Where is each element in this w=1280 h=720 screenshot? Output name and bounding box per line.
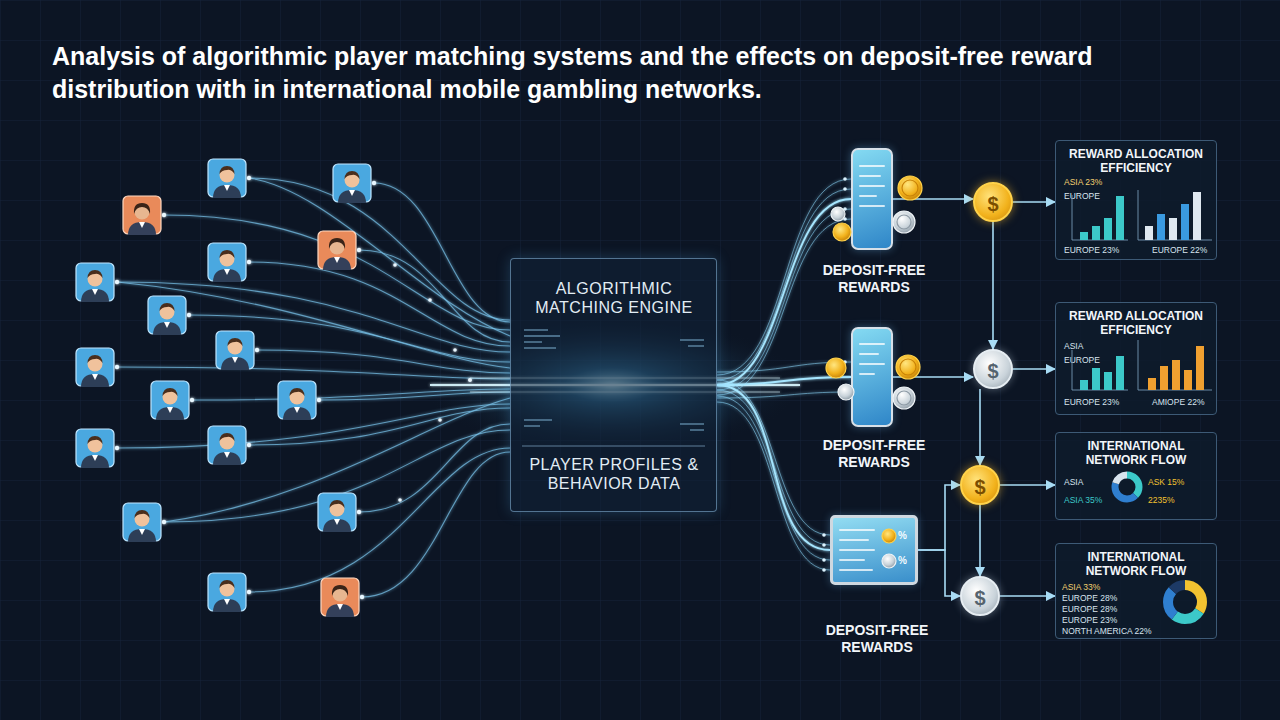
- node-text: EUROPE 23%: [1062, 615, 1117, 625]
- node-text: INTERNATIONAL NETWORK FLOW: [1061, 550, 1211, 579]
- node-text: REWARD ALLOCATION EFFICIENCY: [1061, 309, 1211, 338]
- node-text: ASIA: [1064, 477, 1083, 487]
- flow-arrow: [1000, 595, 1055, 597]
- node-text: $: [962, 586, 998, 610]
- node-text: EUROPE 22%: [1152, 245, 1207, 255]
- screen-label: %: [898, 530, 907, 542]
- engine-box: ALGORITHMIC MATCHING ENGINE PLAYER PROFIL…: [510, 258, 717, 512]
- node-text: EUROPE 23%: [1064, 245, 1119, 255]
- node-text: 2235%: [1148, 495, 1174, 505]
- node-text: AMIOPE 22%: [1152, 397, 1204, 407]
- node-text: ASIA 23%: [1064, 177, 1102, 187]
- node-text: DEPOSIT-FREE REWARDS: [814, 437, 934, 471]
- flow-arrow: [992, 222, 994, 349]
- flow-arrow: [893, 198, 973, 200]
- chart-panel: INTERNATIONAL NETWORK FLOW ASIA ASIA 35% AS…: [1055, 432, 1217, 520]
- data-stream: [717, 377, 851, 385]
- chart-panel: INTERNATIONAL NETWORK FLOWASIA 33%EUROPE…: [1055, 543, 1217, 639]
- node-text: REWARD ALLOCATION EFFICIENCY: [1061, 147, 1211, 176]
- node-text: EUROPE 28%: [1062, 604, 1117, 614]
- chart-panel: REWARD ALLOCATION EFFICIENCY ASIA EUROPE EU…: [1055, 302, 1217, 415]
- flow-arrow: [1000, 484, 1055, 486]
- phone-device: DEPOSIT-FREE REWARDS: [851, 148, 893, 250]
- coin-node: $: [960, 576, 1000, 616]
- node-text: $: [975, 192, 1011, 216]
- coin-node: $: [973, 349, 1013, 389]
- node-text: EUROPE: [1064, 355, 1100, 365]
- data-stream: [717, 199, 851, 385]
- node-text: $: [962, 475, 998, 499]
- flow-arrow: [918, 550, 960, 596]
- node-text: PLAYER PROFILES & BEHAVIOR DATA: [519, 455, 709, 493]
- tablet-device: DEPOSIT-FREE REWARDS: [830, 515, 918, 585]
- node-text: DEPOSIT-FREE REWARDS: [814, 262, 934, 296]
- node-text: NORTH AMERICA 22%: [1062, 626, 1152, 636]
- flow-arrow: [893, 376, 973, 378]
- phone-device: DEPOSIT-FREE REWARDS: [851, 327, 893, 427]
- node-text: INTERNATIONAL NETWORK FLOW: [1061, 439, 1211, 468]
- chart-panel: REWARD ALLOCATION EFFICIENCYASIA 23% EURO…: [1055, 140, 1217, 260]
- node-text: EUROPE 28%: [1062, 593, 1117, 603]
- node-text: ASIA 33%: [1062, 582, 1100, 592]
- node-text: ASIA 35%: [1064, 495, 1102, 505]
- flow-arrow: [1013, 368, 1055, 370]
- flow-arrow: [979, 389, 981, 465]
- node-text: ALGORITHMIC MATCHING ENGINE: [524, 279, 704, 317]
- node-text: EUROPE 23%: [1064, 397, 1119, 407]
- screen-label: %: [898, 555, 907, 567]
- node-text: EUROPE: [1064, 191, 1100, 201]
- diagram-title: Analysis of algorithmic player matching …: [52, 40, 1202, 106]
- node-text: ASK 15%: [1148, 477, 1184, 487]
- flow-arrow: [979, 505, 981, 576]
- node-text: $: [975, 359, 1011, 383]
- data-stream: [717, 385, 830, 550]
- coin-node: $: [973, 182, 1013, 222]
- node-text: ASIA: [1064, 341, 1083, 351]
- flow-arrow: [1013, 201, 1055, 203]
- flow-arrow: [918, 485, 960, 550]
- coin-node: $: [960, 465, 1000, 505]
- node-text: DEPOSIT-FREE REWARDS: [817, 622, 937, 656]
